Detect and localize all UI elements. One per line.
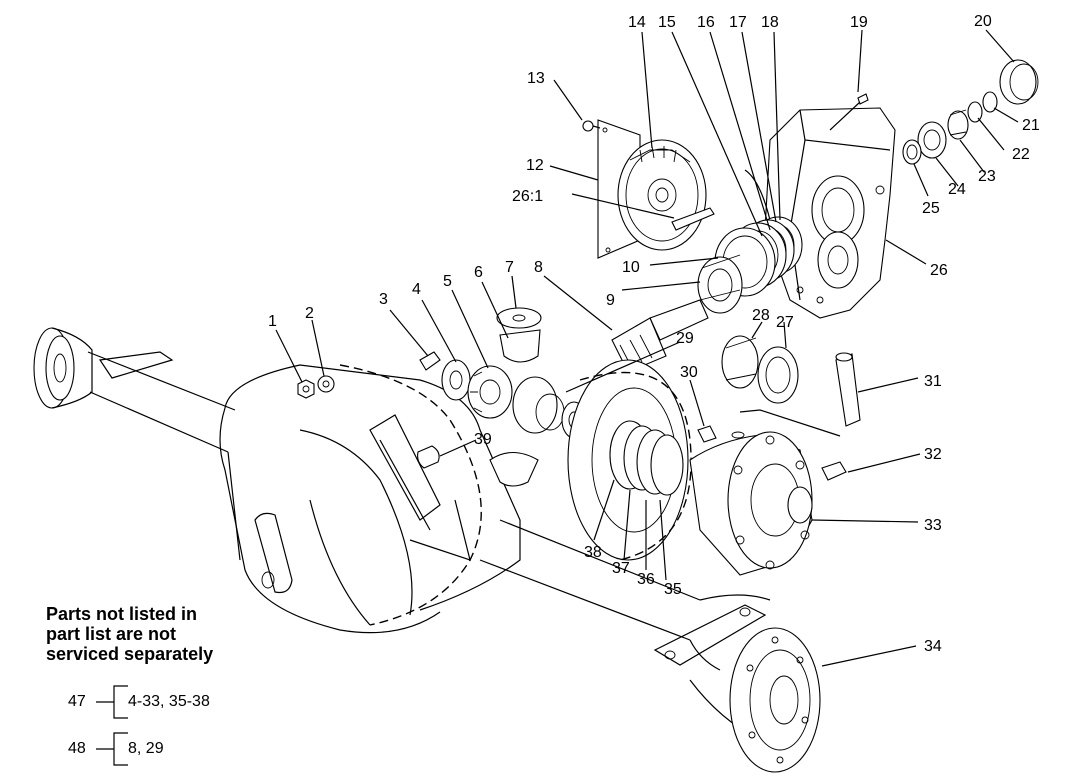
callout-labels: 1 2 3 4 5 6 7 8 9 10 12 13 14 15 16 17 1… (268, 13, 1040, 655)
callout-34: 34 (924, 638, 942, 655)
callout-23: 23 (978, 168, 996, 185)
callout-8: 8 (534, 259, 543, 276)
callout-31: 31 (924, 373, 942, 390)
kit-number: 48 (68, 740, 86, 757)
callout-9: 9 (606, 292, 615, 309)
callout-39: 39 (474, 431, 492, 448)
callout-7: 7 (505, 259, 514, 276)
callout-27: 27 (776, 314, 794, 331)
callout-14: 14 (628, 14, 646, 31)
callout-24: 24 (948, 181, 966, 198)
kit-range: 8, 29 (128, 740, 164, 757)
callout-30: 30 (680, 364, 698, 381)
ring-gear-carrier (567, 335, 861, 576)
callout-37: 37 (612, 560, 630, 577)
callout-3: 3 (379, 291, 388, 308)
callout-13: 13 (527, 70, 545, 87)
callout-17: 17 (729, 14, 747, 31)
callout-36: 36 (637, 571, 655, 588)
callout-15: 15 (658, 14, 676, 31)
callout-28: 28 (752, 307, 770, 324)
brake-assembly (582, 119, 715, 259)
callout-20: 20 (974, 13, 992, 30)
callout-5: 5 (443, 273, 452, 290)
callout-2: 2 (305, 305, 314, 322)
callout-25: 25 (922, 200, 940, 217)
callout-6: 6 (474, 264, 483, 281)
callout-29: 29 (676, 330, 694, 347)
output-parts (902, 59, 1039, 165)
callout-33: 33 (924, 517, 942, 534)
leader-lines (275, 29, 1019, 667)
bearing-stack (611, 216, 803, 373)
callout-4: 4 (412, 281, 421, 298)
kit-brackets (96, 685, 128, 766)
callout-26: 26 (930, 262, 948, 279)
callout-18: 18 (761, 14, 779, 31)
callout-12: 12 (526, 157, 544, 174)
callout-19: 19 (850, 14, 868, 31)
callout-10: 10 (622, 259, 640, 276)
kit-47: 47 4-33, 35-38 (68, 693, 268, 715)
callout-16: 16 (697, 14, 715, 31)
callout-22: 22 (1012, 146, 1030, 163)
kit-range: 4-33, 35-38 (128, 693, 210, 710)
service-note: Parts not listed in part list are not se… (46, 604, 214, 664)
kit-48: 48 8, 29 (68, 740, 268, 762)
callout-32: 32 (924, 446, 942, 463)
kit-number: 47 (68, 693, 86, 710)
axle-housing (33, 327, 821, 773)
callout-38: 38 (584, 544, 602, 561)
callout-35: 35 (664, 581, 682, 598)
callout-26-1: 26:1 (512, 188, 543, 205)
differential-gears (297, 307, 587, 487)
callout-21: 21 (1022, 117, 1040, 134)
callout-1: 1 (268, 313, 277, 330)
